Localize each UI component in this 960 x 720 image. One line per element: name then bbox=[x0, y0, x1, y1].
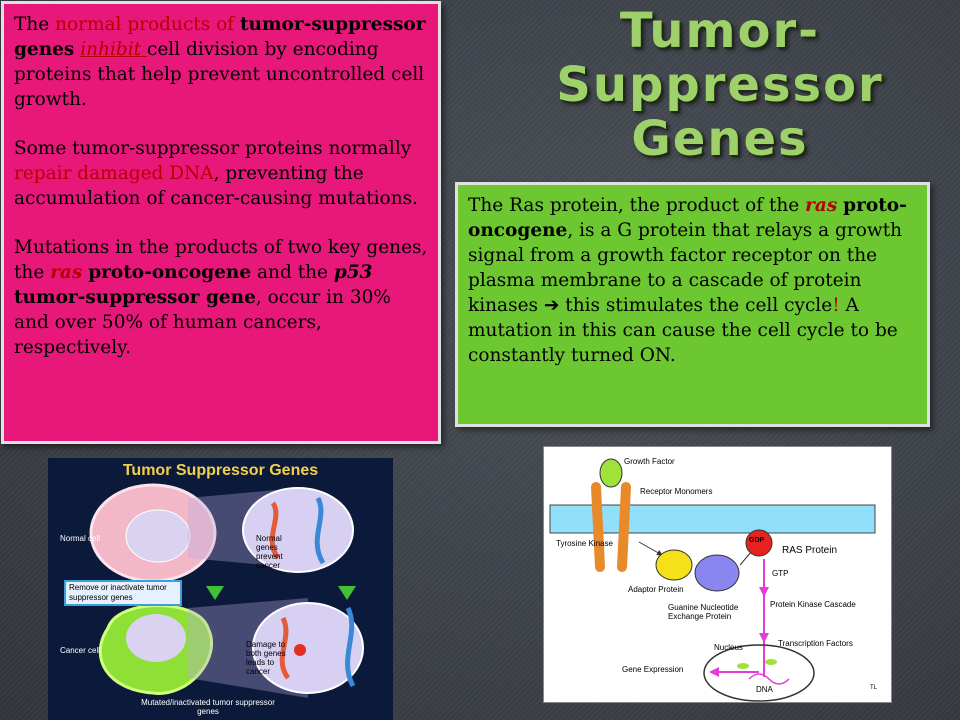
label-gnep: Guanine Nucleotide Exchange Protein bbox=[668, 603, 739, 621]
label-gtp: GTP bbox=[772, 569, 789, 578]
text: , occur in 30% and over 50% of human can… bbox=[14, 287, 391, 358]
text: The Ras protein, the product of the bbox=[468, 195, 806, 216]
title-line-3: Genes bbox=[631, 111, 809, 167]
pink-paragraph-2: Some tumor-suppressor proteins normally … bbox=[14, 136, 428, 211]
label-protein-kinase-cascade: Protein Kinase Cascade bbox=[770, 600, 856, 609]
text: cell division by encoding proteins that … bbox=[14, 39, 425, 110]
label-mutated: Mutated/inactivated tumor suppressor gen… bbox=[141, 698, 275, 716]
text: , is a G protein that relays a growth si… bbox=[468, 220, 903, 316]
title-line-1: Tumor- bbox=[619, 3, 821, 59]
label-nucleus: Nucleus bbox=[714, 643, 743, 652]
text: proto-oncogene bbox=[468, 195, 907, 241]
label-growth-factor: Growth Factor bbox=[624, 457, 675, 466]
label-gdp: GDP bbox=[749, 537, 765, 544]
ras-pathway-diagram: Growth Factor Receptor Monomers Tyrosine… bbox=[543, 446, 892, 703]
label-adaptor-protein: Adaptor Protein bbox=[628, 585, 684, 594]
text: tumor-suppressor genes bbox=[14, 14, 426, 60]
text: A mutation in this can cause the cell cy… bbox=[468, 295, 898, 366]
label-damage: Damage to both genes leads to cancer bbox=[246, 640, 286, 676]
arrow-right-icon: ➔ bbox=[543, 295, 560, 316]
text: and the bbox=[251, 262, 334, 283]
pathway-graphic bbox=[549, 458, 876, 702]
green-text-box: The Ras protein, the product of the ras … bbox=[455, 182, 930, 427]
label-cancer-cell: Cancer cell bbox=[60, 646, 101, 655]
text: Mutations in the products of two key gen… bbox=[14, 237, 428, 283]
slide-title: Tumor- Suppressor Genes bbox=[520, 4, 920, 166]
text: normal products of bbox=[55, 14, 240, 35]
text: proto-oncogene bbox=[88, 262, 252, 283]
pink-paragraph-1: The normal products of tumor-suppressor … bbox=[14, 12, 428, 112]
text: , preventing the accumulation of cancer-… bbox=[14, 163, 418, 209]
text: ras bbox=[50, 262, 83, 283]
label-ras-protein: RAS Protein bbox=[782, 545, 838, 556]
illustration-title: Tumor Suppressor Genes bbox=[122, 462, 319, 479]
title-line-2: Suppressor bbox=[556, 57, 884, 113]
text: inhibit bbox=[80, 39, 147, 60]
pink-text-box: The normal products of tumor-suppressor … bbox=[1, 1, 441, 444]
label-transcription-factors: Transcription Factors bbox=[778, 639, 853, 648]
label-normal-genes: Normal genes prevent cancer bbox=[256, 534, 283, 570]
text: ! bbox=[832, 295, 840, 316]
text: p53 bbox=[333, 262, 373, 283]
label-gene-expression: Gene Expression bbox=[622, 665, 684, 674]
text: repair damaged DNA bbox=[14, 163, 214, 184]
text: this stimulates the cell cycle bbox=[559, 295, 833, 316]
label-normal-cell: Normal cell bbox=[60, 534, 101, 543]
label-tyrosine-kinase: Tyrosine Kinase bbox=[556, 539, 613, 548]
text: ras bbox=[805, 195, 838, 216]
illustration-graphic bbox=[89, 483, 364, 698]
pink-paragraph-3: Mutations in the products of two key gen… bbox=[14, 235, 428, 360]
label-corner: TL bbox=[870, 685, 878, 691]
text: Some tumor-suppressor proteins normally bbox=[14, 138, 412, 159]
label-dna: DNA bbox=[756, 685, 773, 694]
label-remove-inactivate: Remove or inactivate tumor suppressor ge… bbox=[64, 580, 182, 606]
text: tumor-suppressor gene bbox=[14, 287, 256, 308]
text: The bbox=[14, 14, 56, 35]
green-paragraph: The Ras protein, the product of the ras … bbox=[468, 193, 917, 368]
label-receptor-monomers: Receptor Monomers bbox=[640, 487, 713, 496]
tumor-suppressor-illustration: Tumor Suppressor Genes Normal cell Norma… bbox=[48, 458, 393, 720]
